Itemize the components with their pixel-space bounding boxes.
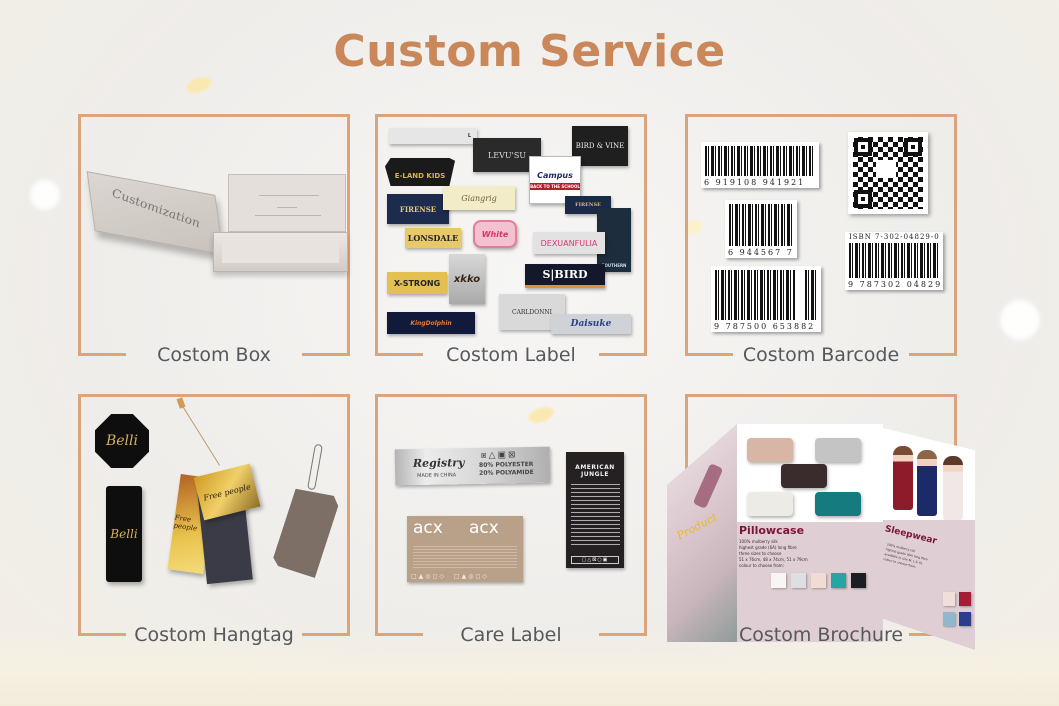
pillowcase-image	[747, 492, 793, 516]
care-label-acx: acx acx □▲◎◻◇ □▲◎◻◇	[407, 516, 523, 582]
card-frame-left	[78, 633, 126, 636]
sparkle	[30, 180, 60, 210]
pillowcase-image	[781, 464, 827, 488]
service-card-care-label[interactable]: Registry MADE IN CHINA ⧆△▣⊠ 80% POLYESTE…	[375, 394, 647, 646]
open-box-lid	[228, 174, 346, 232]
label-item: E-LAND KIDS	[385, 158, 455, 186]
card-caption: Costom Barcode	[742, 344, 900, 366]
color-swatch	[771, 573, 786, 588]
barcode: 6 944567 7	[725, 200, 797, 258]
card-frame-left	[375, 633, 423, 636]
model-figure	[893, 446, 913, 510]
label-item: Daisuke	[551, 314, 631, 334]
service-card-barcode[interactable]: 6 919108 941921 6 944567 7 ISBN 7-302-04…	[685, 114, 957, 366]
label-item: DEXUANFULIA	[533, 232, 605, 254]
service-card-box[interactable]: Customization Costom Box	[78, 114, 350, 366]
label-item: BIRD & VINE	[572, 126, 628, 166]
color-swatch	[831, 573, 846, 588]
label-item: KingDolphin	[387, 312, 475, 334]
petal-decoration	[184, 74, 214, 96]
service-card-hangtag[interactable]: Belli Belli Free people Free people Cost…	[78, 394, 350, 646]
card-frame-left	[375, 353, 423, 356]
label-item: LONSDALE	[405, 228, 461, 248]
card-frame	[375, 114, 647, 356]
label-item: S|BIRD	[525, 264, 605, 288]
sparkle	[1000, 300, 1040, 340]
pillowcase-text: 100% mulberry silk highest grade (6A) lo…	[739, 539, 808, 568]
qr-code	[848, 132, 928, 214]
card-frame	[78, 394, 350, 636]
barcode: 6 919108 941921	[701, 142, 819, 188]
card-caption: Costom Label	[446, 344, 576, 366]
label-item: FIRENSE	[387, 194, 449, 224]
color-swatch	[943, 612, 955, 626]
card-frame-right	[909, 353, 957, 356]
hangtag-octagon: Belli	[95, 414, 149, 468]
color-swatch	[959, 612, 971, 626]
brochure-middle-panel: Pillowcase 100% mulberry silk highest gr…	[737, 424, 883, 642]
card-caption: Costom Box	[157, 344, 271, 366]
label-item: L	[389, 128, 477, 144]
pillowcase-heading: Pillowcase	[739, 524, 805, 537]
hangtag-black: Belli	[106, 486, 142, 582]
brochure-right-panel: Sleepwear 100% mulberry silk highest gra…	[883, 428, 975, 650]
page-title: Custom Service	[333, 26, 726, 77]
color-swatch	[791, 573, 806, 588]
card-frame-left	[685, 353, 733, 356]
card-frame-right	[599, 353, 647, 356]
card-frame	[685, 114, 957, 356]
brochure-cover: Product	[667, 424, 737, 642]
card-frame-right	[599, 633, 647, 636]
box-lid-text: Customization	[112, 185, 200, 231]
barcode: 9 787500 653882	[711, 266, 821, 332]
card-frame-right	[302, 353, 350, 356]
card-frame-left	[78, 353, 126, 356]
service-card-label[interactable]: L LEVU'SU BIRD & VINE E-LAND KIDS Campus…	[375, 114, 647, 366]
color-swatch	[851, 573, 866, 588]
color-swatch	[811, 573, 826, 588]
color-swatch	[943, 592, 955, 606]
model-figure	[917, 450, 937, 516]
card-frame	[375, 394, 647, 636]
label-item: X-STRONG	[387, 272, 447, 294]
pillowcase-image	[815, 438, 861, 462]
card-caption: Care Label	[460, 624, 562, 646]
model-figure	[943, 456, 963, 520]
card-frame	[78, 114, 350, 356]
label-item: White	[473, 220, 517, 248]
open-box-base	[213, 232, 348, 272]
card-caption: Costom Brochure	[738, 624, 904, 646]
pillowcase-image	[815, 492, 861, 516]
color-swatch	[959, 592, 971, 606]
care-label-registry: Registry MADE IN CHINA ⧆△▣⊠ 80% POLYESTE…	[394, 446, 551, 486]
pillowcase-image	[747, 438, 793, 462]
card-frame-right	[302, 633, 350, 636]
care-label-american-jungle: AMERICAN JUNGLE ▢△⊠○▣	[566, 452, 624, 568]
label-item: xkko	[449, 254, 485, 304]
label-item: Giangrig	[443, 186, 515, 210]
service-card-brochure[interactable]: Product Pillowcase 100% mulberry silk hi…	[667, 394, 975, 650]
card-caption: Costom Hangtag	[134, 624, 294, 646]
